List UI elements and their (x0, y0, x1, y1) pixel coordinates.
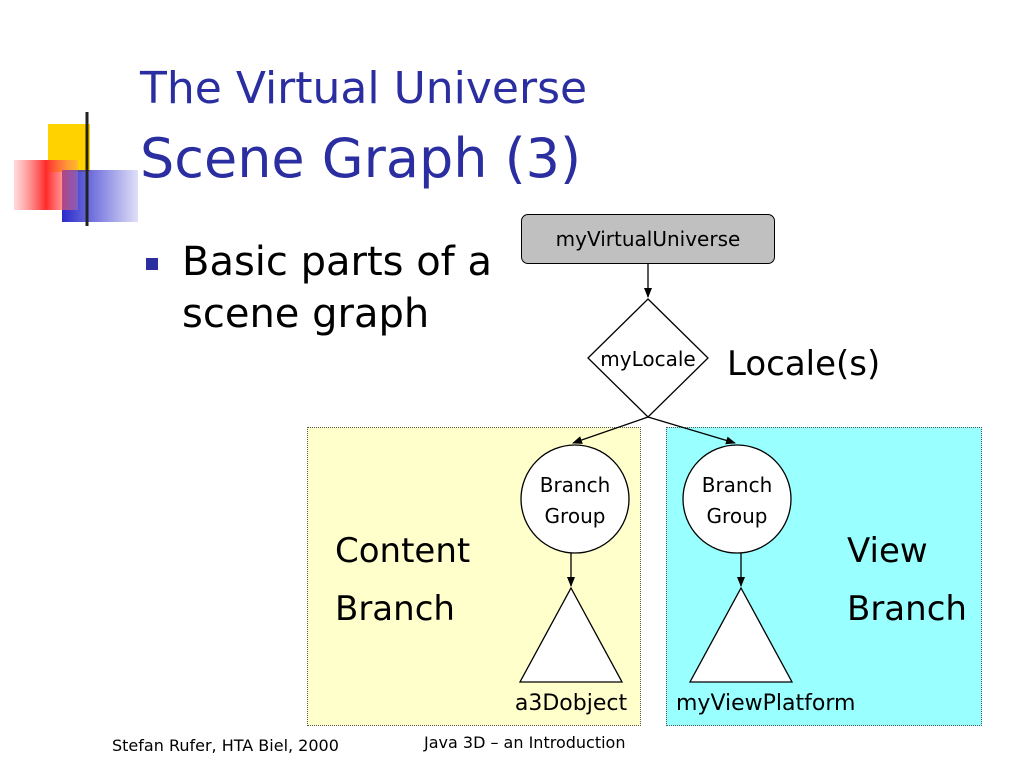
footer-course: Java 3D – an Introduction (424, 733, 626, 752)
content-branch-label: Content Branch (335, 522, 470, 638)
content-branchgroup-label-line-2: Group (544, 504, 606, 528)
content-branchgroup-label: Branch Group (521, 470, 629, 532)
view-leaf-label: myViewPlatform (676, 691, 856, 716)
bullet-square-icon (146, 258, 158, 270)
view-branch-label-line-2: Branch (847, 589, 967, 629)
slide-subtitle: Scene Graph (3) (140, 127, 582, 190)
view-branch-label-line-1: View (847, 531, 928, 571)
bullet-line-2: scene graph (182, 291, 430, 337)
footer-author: Stefan Rufer, HTA Biel, 2000 (112, 736, 339, 755)
content-branch-label-line-1: Content (335, 531, 471, 571)
content-branchgroup-node (520, 444, 630, 554)
view-branchgroup-label: Branch Group (683, 470, 791, 532)
view-branchgroup-label-line-2: Group (706, 504, 768, 528)
locale-to-content-edge (572, 416, 649, 444)
slide-title: The Virtual Universe (140, 63, 588, 114)
content-branchgroup-label-line-1: Branch (539, 473, 611, 497)
bullet-line-1: Basic parts of a (182, 239, 492, 285)
bullet-text: Basic parts of a scene graph (182, 236, 512, 340)
locale-node-label: myLocale (600, 347, 696, 371)
content-leaf-label: a3Dobject (514, 691, 628, 716)
view-leaf-triangle (688, 586, 794, 683)
locale-to-view-edge (647, 416, 736, 445)
content-branch-label-line-2: Branch (335, 589, 455, 629)
view-branch-label: View Branch (847, 522, 967, 638)
virtual-universe-node: myVirtualUniverse (521, 214, 775, 264)
locale-annotation: Locale(s) (727, 344, 881, 384)
view-branchgroup-label-line-1: Branch (701, 473, 773, 497)
view-branchgroup-node (682, 444, 792, 554)
content-leaf-triangle (518, 586, 624, 683)
